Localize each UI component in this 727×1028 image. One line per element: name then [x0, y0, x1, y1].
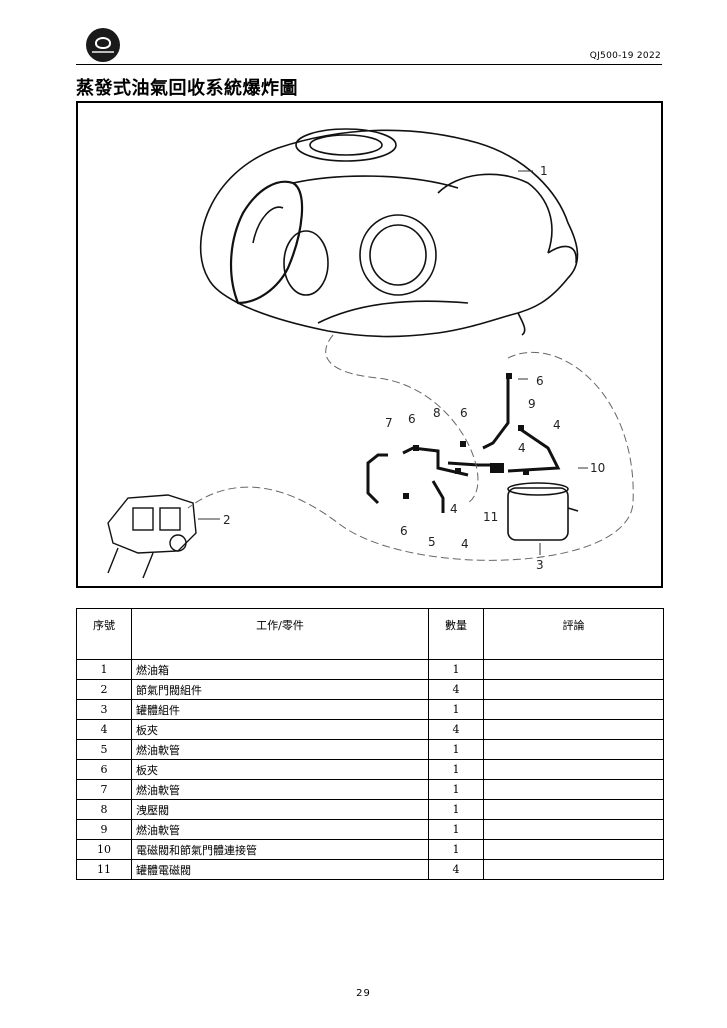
row-part: 板夾: [131, 759, 429, 780]
row-no: 3: [76, 699, 132, 720]
row-part: 罐體電磁閥: [131, 859, 429, 880]
header-part: 工作/零件: [131, 608, 429, 660]
row-qty: 1: [428, 799, 484, 820]
callout-6c: 6: [460, 406, 468, 420]
callout-6b: 6: [408, 412, 416, 426]
row-comment: [483, 839, 664, 860]
row-qty: 4: [428, 679, 484, 700]
callout-1: 1: [540, 164, 548, 178]
row-qty: 1: [428, 659, 484, 680]
row-qty: 1: [428, 759, 484, 780]
throttle-body-drawing: [107, 494, 197, 579]
row-no: 7: [76, 779, 132, 800]
callout-6d: 6: [400, 524, 408, 538]
routing-dashed-lines: [187, 334, 634, 561]
header-qty: 數量: [428, 608, 484, 660]
row-qty: 1: [428, 839, 484, 860]
leader-lines: [198, 170, 588, 555]
brand-logo: [86, 28, 120, 62]
exploded-view-diagram: 1 2 3 4 4 4 4 5 6 6 6 6 7 8 9 10 11: [76, 101, 663, 588]
callout-10: 10: [590, 461, 605, 475]
row-part: 電磁閥和節氣門體連接管: [131, 839, 429, 860]
row-comment: [483, 759, 664, 780]
callout-4c: 4: [450, 502, 458, 516]
row-comment: [483, 659, 664, 680]
row-qty: 1: [428, 739, 484, 760]
row-part: 燃油軟管: [131, 779, 429, 800]
row-part: 燃油軟管: [131, 819, 429, 840]
callout-7: 7: [385, 416, 393, 430]
document-code: QJ500-19 2022: [589, 51, 661, 61]
row-no: 4: [76, 719, 132, 740]
header-comment: 評論: [483, 608, 664, 660]
canister-drawing: [507, 482, 579, 541]
callout-6a: 6: [536, 374, 544, 388]
row-comment: [483, 819, 664, 840]
callout-8: 8: [433, 406, 441, 420]
row-qty: 4: [428, 859, 484, 880]
row-comment: [483, 719, 664, 740]
header-no: 序號: [76, 608, 132, 660]
row-comment: [483, 679, 664, 700]
callout-4d: 4: [461, 537, 469, 551]
row-no: 6: [76, 759, 132, 780]
callout-5: 5: [428, 535, 436, 549]
clamps-drawing: [403, 373, 529, 499]
callout-9: 9: [528, 397, 536, 411]
row-qty: 1: [428, 819, 484, 840]
fuel-tank-drawing: [199, 128, 579, 338]
row-comment: [483, 859, 664, 880]
callout-11: 11: [483, 510, 498, 524]
row-part: 洩壓閥: [131, 799, 429, 820]
row-no: 1: [76, 659, 132, 680]
row-part: 板夾: [131, 719, 429, 740]
page-title: 蒸發式油氣回收系統爆炸圖: [76, 78, 298, 99]
row-part: 罐體組件: [131, 699, 429, 720]
callout-4b: 4: [518, 441, 526, 455]
row-qty: 1: [428, 699, 484, 720]
callout-4a: 4: [553, 418, 561, 432]
callout-2: 2: [223, 513, 231, 527]
row-no: 9: [76, 819, 132, 840]
row-qty: 1: [428, 779, 484, 800]
row-no: 8: [76, 799, 132, 820]
row-qty: 4: [428, 719, 484, 740]
row-comment: [483, 739, 664, 760]
callout-3: 3: [536, 558, 544, 572]
row-no: 5: [76, 739, 132, 760]
row-comment: [483, 699, 664, 720]
row-comment: [483, 799, 664, 820]
row-part: 節氣門閥組件: [131, 679, 429, 700]
header-divider: [76, 64, 662, 65]
row-comment: [483, 779, 664, 800]
row-part: 燃油箱: [131, 659, 429, 680]
page-number: 29: [356, 988, 371, 999]
row-part: 燃油軟管: [131, 739, 429, 760]
row-no: 2: [76, 679, 132, 700]
row-no: 11: [76, 859, 132, 880]
row-no: 10: [76, 839, 132, 860]
table-header-row: 序號 工作/零件 數量 評論: [76, 608, 664, 660]
